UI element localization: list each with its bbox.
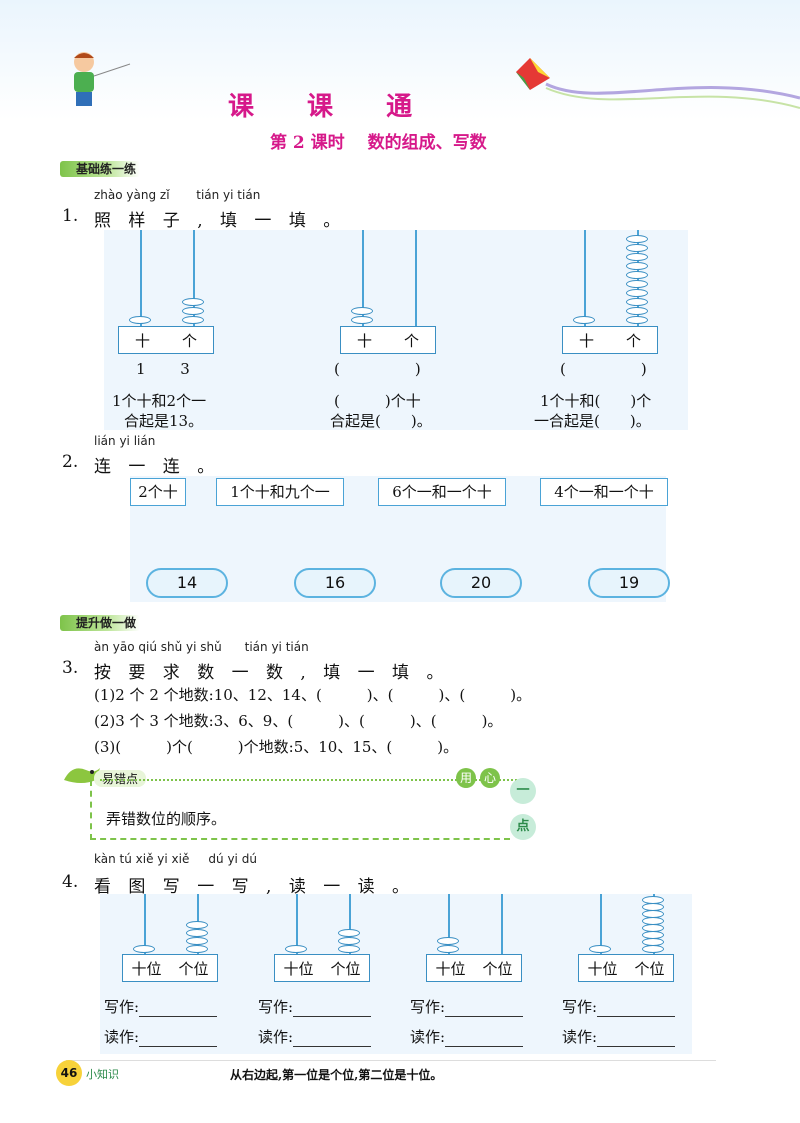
q4-abacus-4: 十位个位 (578, 894, 678, 984)
q4-3-ten: 十位 (435, 959, 466, 978)
side-badge-dian: 点 (510, 814, 536, 840)
q3-line-3[interactable]: (3)( )个( )个地数:5、10、15、( )。 (94, 738, 459, 756)
easy-mistake-text: 弄错数位的顺序。 (106, 810, 227, 828)
q4-3-read[interactable]: 读作: (410, 1026, 524, 1047)
q4-1-ten: 十位 (131, 959, 162, 978)
easy-mistake-frame (90, 780, 510, 840)
q4-3-one: 个位 (482, 959, 513, 978)
side-badge-yi: 一 (510, 778, 536, 804)
q1-c-one-label: 个 (625, 331, 641, 350)
q1-number: 1. (62, 206, 79, 226)
q1-abacus-b: 十个 (340, 230, 440, 360)
badge-xin: 心 (480, 768, 500, 788)
q1-a-one-label: 个 (181, 331, 197, 350)
section-basic-label: 基础练一练 (60, 161, 141, 177)
section-improve-label: 提升做一做 (60, 615, 141, 631)
q4-abacus-1: 十位个位 (122, 894, 222, 984)
q3-instruction: 按 要 求 数 一 数 , 填 一 填 。 (94, 663, 450, 683)
q4-3-write[interactable]: 写作: (410, 996, 524, 1017)
q4-pinyin: kàn tú xiě yi xiě dú yi dú (94, 852, 257, 866)
q4-abacus-2: 十位个位 (274, 894, 374, 984)
q4-1-read[interactable]: 读作: (104, 1026, 218, 1047)
q1-abacus-a: 十个 (118, 230, 218, 360)
q4-2-read[interactable]: 读作: (258, 1026, 372, 1047)
page-number: 46 (56, 1060, 82, 1086)
footer-tag: 小知识 (86, 1068, 119, 1081)
q4-4-write[interactable]: 写作: (562, 996, 676, 1017)
q4-4-ten: 十位 (587, 959, 618, 978)
q1-b-line1[interactable]: ( )个十 (334, 392, 421, 410)
dragon-icon (64, 768, 100, 783)
badge-yong: 用 (456, 768, 476, 788)
q2-number: 2. (62, 452, 79, 472)
q1-c-ten-label: 十 (578, 331, 594, 350)
q1-b-one-label: 个 (403, 331, 419, 350)
section-improve-tag: 提升做一做 (60, 612, 141, 631)
boy-illustration (74, 52, 131, 106)
q1-b-line2[interactable]: 合起是( )。 (330, 412, 432, 430)
q1-c-line2[interactable]: 一合起是( )。 (534, 412, 651, 430)
q3-pinyin: àn yāo qiú shǔ yi shǔ tián yi tián (94, 640, 309, 654)
footer-bar (66, 1060, 716, 1086)
q4-2-one: 个位 (330, 959, 361, 978)
header-band (0, 0, 800, 120)
q1-c-line1[interactable]: 1个十和( )个 (540, 392, 652, 410)
q1-instruction: 照 样 子 , 填 一 填 。 (94, 211, 347, 231)
page-title: 课 课 通 (228, 92, 435, 122)
q2-instruction: 连 一 连 。 (94, 457, 221, 477)
easy-mistake-tag: 易错点 (94, 770, 147, 787)
q1-abacus-c: 十个 (562, 230, 662, 360)
q3-line-2[interactable]: (2)3 个 3 个地数:3、6、9、( )、( )、( )。 (94, 712, 503, 730)
q2-box-4[interactable]: 4个一和一个十 (540, 478, 668, 506)
q2-cloud-4[interactable]: 19 (588, 568, 670, 598)
q4-number: 4. (62, 872, 79, 892)
q1-a-line2: 合起是13。 (124, 412, 204, 430)
q4-2-ten: 十位 (283, 959, 314, 978)
q1-pinyin: zhào yàng zǐ tián yi tián (94, 188, 261, 202)
q1-c-digits[interactable]: ( ) (560, 360, 647, 378)
q2-cloud-2[interactable]: 16 (294, 568, 376, 598)
lesson-title: 第 2 课时 数的组成、写数 (270, 133, 487, 153)
q2-box-3[interactable]: 6个一和一个十 (378, 478, 506, 506)
q1-a-line1: 1个十和2个一 (112, 392, 207, 410)
q2-cloud-3[interactable]: 20 (440, 568, 522, 598)
q4-instruction: 看 图 写 一 写 , 读 一 读 。 (94, 877, 416, 897)
kite-illustration (516, 58, 800, 109)
q1-b-ten-label: 十 (356, 331, 372, 350)
q4-abacus-3: 十位个位 (426, 894, 526, 984)
q4-1-write[interactable]: 写作: (104, 996, 218, 1017)
q1-a-digits: 1 3 (136, 360, 190, 378)
section-basic-tag: 基础练一练 (60, 158, 141, 177)
q2-pinyin: lián yi lián (94, 434, 156, 448)
q4-4-one: 个位 (634, 959, 665, 978)
q2-cloud-1[interactable]: 14 (146, 568, 228, 598)
q4-1-one: 个位 (178, 959, 209, 978)
footer-tip: 从右边起,第一位是个位,第二位是十位。 (230, 1068, 443, 1082)
q3-line-1[interactable]: (1)2 个 2 个地数:10、12、14、( )、( )、( )。 (94, 686, 532, 704)
q1-b-digits[interactable]: ( ) (334, 360, 421, 378)
q2-box-1[interactable]: 2个十 (130, 478, 186, 506)
q4-4-read[interactable]: 读作: (562, 1026, 676, 1047)
q1-a-ten-label: 十 (134, 331, 150, 350)
q3-number: 3. (62, 658, 79, 678)
q2-box-2[interactable]: 1个十和九个一 (216, 478, 344, 506)
q4-2-write[interactable]: 写作: (258, 996, 372, 1017)
easy-mistake-top-rule (100, 779, 520, 781)
